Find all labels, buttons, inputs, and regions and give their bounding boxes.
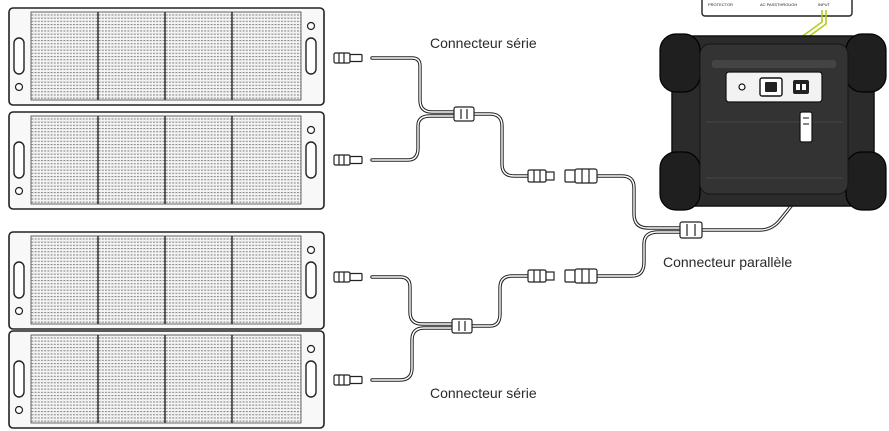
series-connector-label-top: Connecteur série bbox=[430, 35, 537, 51]
station-top-text-1: PROTECTOR bbox=[708, 2, 733, 7]
series-connector-bottom bbox=[451, 318, 473, 334]
solar-panel-icon-1 bbox=[8, 7, 325, 106]
station-top-text-3: INPUT bbox=[818, 2, 831, 7]
mc4-connector-icon-panel3 bbox=[333, 271, 363, 283]
mc4-connector-icon-panel4 bbox=[333, 374, 363, 386]
series-connector-label-bottom: Connecteur série bbox=[430, 385, 537, 401]
mc4-connector-icon-mid-top bbox=[527, 168, 598, 184]
parallel-connector-label: Connecteur parallèle bbox=[663, 254, 793, 270]
solar-panel-icon-2 bbox=[8, 111, 325, 210]
mc4-connector-icon-mid-bottom bbox=[527, 268, 598, 284]
solar-panel-icon-3 bbox=[8, 231, 325, 330]
power-station-icon: PROTECTOR AC PASSTHROUGH INPUT bbox=[659, 0, 887, 211]
cable-set bbox=[370, 56, 808, 382]
series-connector-top bbox=[453, 106, 475, 122]
parallel-connector bbox=[679, 221, 703, 239]
solar-panel-icon-4 bbox=[8, 330, 325, 429]
mc4-connector-icon-panel1 bbox=[333, 52, 363, 64]
station-top-text-2: AC PASSTHROUGH bbox=[760, 2, 797, 7]
mc4-connector-icon-panel2 bbox=[333, 154, 363, 166]
